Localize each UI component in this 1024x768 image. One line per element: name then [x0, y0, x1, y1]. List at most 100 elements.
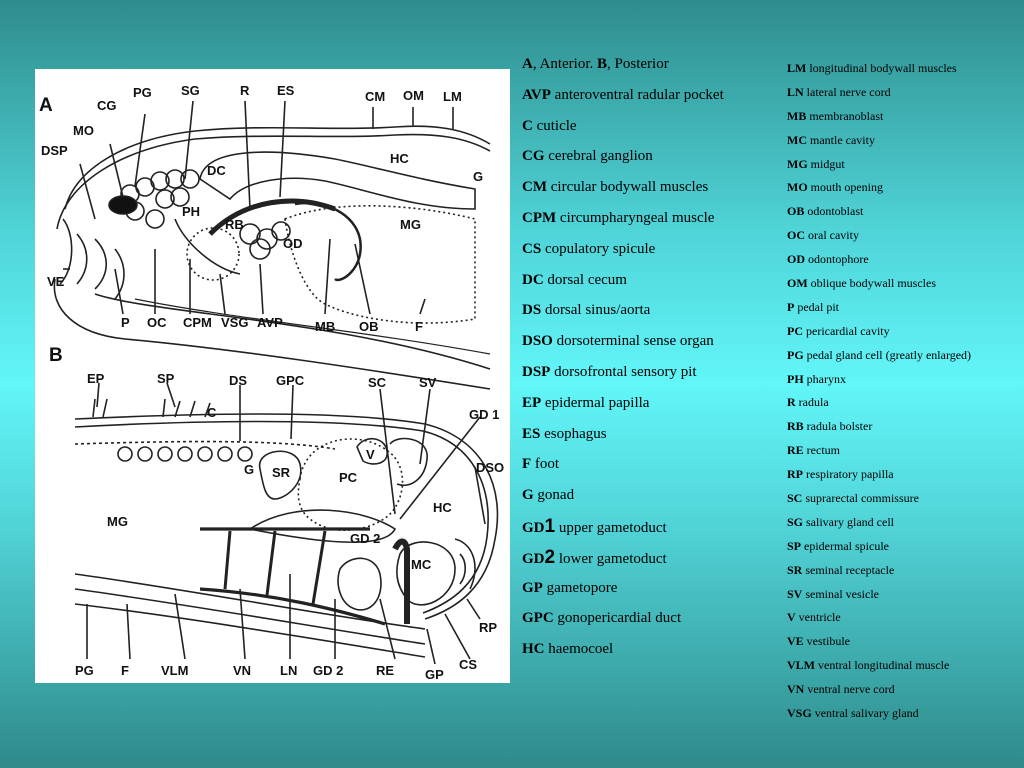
label-a-f: F [415, 319, 423, 334]
legend-item-od: OD odontophore [787, 252, 869, 267]
label-a-avp: AVP [257, 315, 283, 330]
legend-item-c: C cuticle [522, 117, 577, 134]
legend-item-cpm: CPM circumpharyngeal muscle [522, 209, 715, 226]
panel-b-letter: B [49, 345, 63, 366]
legend-item-mo: MO mouth opening [787, 180, 883, 195]
label-b-gpc: GPC [276, 373, 305, 388]
label-b-v: V [366, 447, 375, 462]
legend-item-sg: SG salivary gland cell [787, 514, 894, 529]
legend-item-mc: MC mantle cavity [787, 132, 875, 147]
label-a-ob: OB [359, 319, 379, 334]
label-a-mb: MB [315, 319, 335, 334]
label-a-lm: LM [443, 89, 462, 104]
legend-item-cm: CM circular bodywall muscles [522, 179, 709, 196]
label-a-ve: VE [47, 274, 65, 289]
label-a-dsp: DSP [41, 143, 68, 158]
legend-item-om: OM oblique bodywall muscles [787, 276, 936, 291]
panel-a-letter: A [39, 95, 53, 116]
label-b-vlm: VLM [161, 663, 188, 678]
label-b-gp: GP [425, 667, 444, 682]
legend-item-oc: OC oral cavity [787, 228, 859, 243]
legend-item-re: RE rectum [787, 443, 840, 458]
legend-item-mb: MB membranoblast [787, 108, 884, 123]
label-b-dso: DSO [476, 460, 504, 475]
label-a-dc: DC [207, 163, 226, 178]
legend-item-rp: RP respiratory papilla [787, 467, 894, 482]
label-b-cs: CS [459, 657, 477, 672]
legend-item-anterior-posterior: A, Anterior. B, Posterior [522, 56, 669, 72]
label-a-rb: RB [225, 217, 244, 232]
legend-item-dsp: DSP dorsofrontal sensory pit [522, 363, 697, 380]
panel-a-drawing [53, 100, 491, 390]
label-a-oc: OC [147, 315, 167, 330]
label-b-g: G [244, 462, 254, 477]
label-b-mg: MG [107, 514, 128, 529]
legend-item-v: V ventricle [787, 610, 841, 625]
legend-item-gd1: GD1 upper gametoduct [522, 515, 667, 537]
legend-item-p: P pedal pit [787, 299, 839, 314]
label-a-r: R [240, 83, 250, 98]
label-b-pc: PC [339, 470, 358, 485]
label-a-p: P [121, 315, 130, 330]
legend-item-hc: HC haemocoel [522, 641, 614, 658]
label-b-sr: SR [272, 465, 291, 480]
label-a-pg: PG [133, 85, 152, 100]
label-b-f: F [121, 663, 129, 678]
label-b-ln: LN [280, 663, 297, 678]
legend-item-es: ES esophagus [522, 425, 607, 442]
label-a-cpm: CPM [183, 315, 212, 330]
legend-item-sc: SC suprarectal commissure [787, 491, 919, 506]
legend-item-rb: RB radula bolster [787, 419, 873, 434]
label-b-rp: RP [479, 620, 497, 635]
legend-item-sp: SP epidermal spicule [787, 538, 889, 553]
legend-item-lm: LM longitudinal bodywall muscles [787, 61, 957, 75]
label-b-sp: SP [157, 371, 175, 386]
label-a-od: OD [283, 236, 303, 251]
legend-item-vlm: VLM ventral longitudinal muscle [787, 658, 950, 673]
label-b-mc: MC [411, 557, 432, 572]
legend-item-ep: EP epidermal papilla [522, 394, 650, 411]
label-b-gd2: GD 2 [350, 531, 380, 546]
legend-item-r: R radula [787, 395, 829, 410]
label-a-sg: SG [181, 83, 200, 98]
legend-item-gp: GP gametopore [522, 579, 618, 596]
legend-left: A, Anterior. B, Posterior AVP anterovent… [522, 55, 782, 671]
label-b-gd1: GD 1 [469, 407, 499, 422]
legend-item-ob: OB odontoblast [787, 204, 864, 219]
label-a-vsg: VSG [221, 315, 248, 330]
anatomy-figure: A PG SG R ES CM OM LM CG MO DSP DC HC G … [35, 69, 510, 683]
legend-item-vn: VN ventral nerve cord [787, 682, 895, 697]
label-a-ph: PH [182, 204, 200, 219]
legend-item-gd2: GD2 lower gametoduct [522, 546, 667, 568]
legend-item-dc: DC dorsal cecum [522, 271, 627, 288]
label-b-sv: SV [419, 375, 437, 390]
legend-item-pg: PG pedal gland cell (greatly enlarged) [787, 347, 972, 362]
label-a-es: ES [277, 83, 295, 98]
anatomy-drawing: A PG SG R ES CM OM LM CG MO DSP DC HC G … [39, 83, 504, 682]
legend-item-ve: VE vestibule [787, 634, 850, 649]
legend-item-ph: PH pharynx [787, 371, 846, 386]
label-b-vn: VN [233, 663, 251, 678]
legend-item-vsg: VSG ventral salivary gland [787, 706, 919, 721]
legend-item-f: F foot [522, 456, 560, 473]
label-b-hc: HC [433, 500, 452, 515]
legend-item-pc: PC pericardial cavity [787, 323, 890, 338]
legend-right: LM longitudinal bodywall muscles LN late… [787, 61, 1019, 730]
legend-item-cg: CG cerebral ganglion [522, 148, 653, 165]
legend-item-gpc: GPC gonopericardial duct [522, 610, 682, 627]
label-a-mo: MO [73, 123, 94, 138]
label-a-cm: CM [365, 89, 385, 104]
label-a-mg: MG [400, 217, 421, 232]
legend-item-sr: SR seminal receptacle [787, 562, 895, 577]
legend-item-mg: MG midgut [787, 156, 845, 171]
label-b-re: RE [376, 663, 394, 678]
label-b-ds: DS [229, 373, 247, 388]
label-b-sc: SC [368, 375, 387, 390]
legend-item-sv: SV seminal vesicle [787, 586, 879, 601]
legend-item-cs: CS copulatory spicule [522, 240, 656, 257]
label-b-ep: EP [87, 371, 105, 386]
label-a-g: G [473, 169, 483, 184]
label-a-cg: CG [97, 98, 117, 113]
label-a-hc: HC [390, 151, 409, 166]
label-b-gd2-bottom: GD 2 [313, 663, 343, 678]
